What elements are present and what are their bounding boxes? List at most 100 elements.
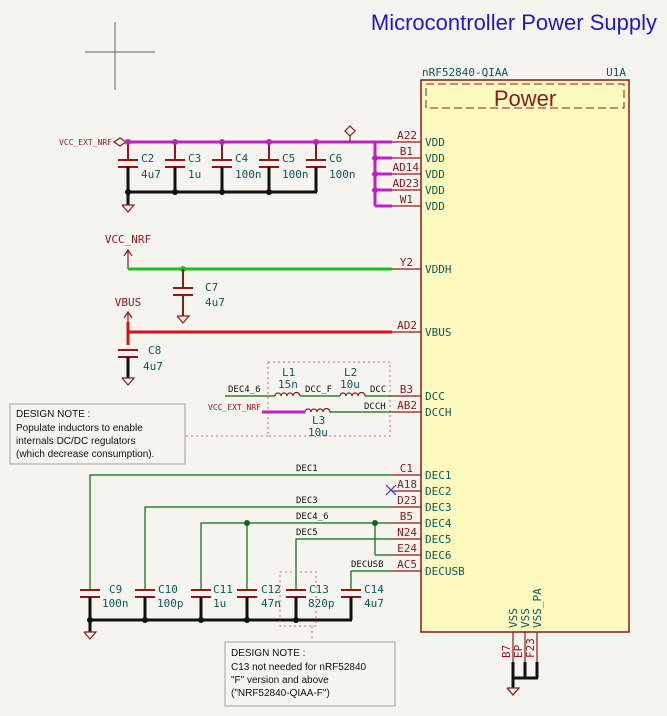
pin-name: VDD xyxy=(425,168,445,181)
cap-value: 4u7 xyxy=(141,168,161,181)
cap-ref: C6 xyxy=(329,152,342,165)
cap-value: 100p xyxy=(157,597,184,610)
pin-name: VDD xyxy=(425,200,445,213)
pin-num: B1 xyxy=(400,145,413,158)
pin-name: DEC2 xyxy=(425,485,452,498)
cap-value: 100n xyxy=(282,168,309,181)
bottom-pin-num: EP xyxy=(512,644,525,658)
net-label-vcc-ext-nrf-2: VCC_EXT_NRF xyxy=(208,403,261,412)
net-label-dec4-6: DEC4_6 xyxy=(228,385,261,395)
no-connect-icon xyxy=(385,484,397,496)
cap-value: 4u7 xyxy=(143,360,163,373)
pin-name: DEC4 xyxy=(425,517,452,530)
cap-ref: C9 xyxy=(109,583,122,596)
vbus-wire xyxy=(126,322,392,345)
pin-num: A18 xyxy=(397,478,417,491)
design-note-title: DESIGN NOTE : xyxy=(231,648,305,659)
net-label-vcc-ext-nrf: VCC_EXT_NRF xyxy=(59,138,112,147)
cap-value: 100n xyxy=(329,168,356,181)
crosshair-cursor-icon xyxy=(85,22,155,90)
net-label-dcch: DCCH xyxy=(364,402,386,412)
cap-ref: C10 xyxy=(158,583,178,596)
pin-num: E24 xyxy=(397,542,417,555)
design-note-line: (which decrease consumption). xyxy=(16,449,154,460)
inductor-ref: L1 xyxy=(282,366,295,379)
cap-value: 1u xyxy=(213,597,226,610)
cap-ref: C3 xyxy=(188,152,201,165)
cap-value: 4u7 xyxy=(364,597,384,610)
pin-num: AB2 xyxy=(397,399,417,412)
net-label-dec5: DEC5 xyxy=(296,528,318,538)
pin-num: AD2 xyxy=(397,319,417,332)
pin-num: W1 xyxy=(400,193,413,206)
pin-name: DEC5 xyxy=(425,533,452,546)
chip-body xyxy=(420,79,630,633)
chip-title-frame xyxy=(425,83,625,109)
pin-num: D23 xyxy=(397,494,417,507)
bottom-pin-name: VSS xyxy=(519,608,532,628)
net-label-vcc-nrf: VCC_NRF xyxy=(105,233,151,246)
pin-name: VBUS xyxy=(425,326,452,339)
pin-name: DEC3 xyxy=(425,501,452,514)
design-note-box xyxy=(9,403,186,465)
net-label-dcc-f: DCC_F xyxy=(305,385,332,395)
cap-value: 100n xyxy=(235,168,262,181)
vss-bus xyxy=(511,662,539,688)
chip-unit-title: Power xyxy=(494,86,556,111)
cap-ref: C2 xyxy=(141,152,154,165)
inductor-ref: L2 xyxy=(344,366,357,379)
pin-name: DCCH xyxy=(425,406,452,419)
pin-name: VDDH xyxy=(425,263,452,276)
design-note-box-2 xyxy=(224,641,396,707)
bottom-caps-wiring xyxy=(80,589,361,640)
pin-name: DECUSB xyxy=(425,565,465,578)
inductor-group-frame xyxy=(267,361,391,437)
net-label-vbus: VBUS xyxy=(115,296,142,309)
cap-ref: C12 xyxy=(261,583,281,596)
bottom-pin-num: F23 xyxy=(524,638,537,658)
junction-dots xyxy=(125,139,378,193)
inductor-ref: L3 xyxy=(312,414,325,427)
design-note-title: DESIGN NOTE : xyxy=(16,409,90,420)
inductor-value: 10u xyxy=(340,378,360,391)
inductor-value: 15n xyxy=(278,378,298,391)
chip-part-number: nRF52840-QIAA xyxy=(422,66,508,79)
pin-name: VDD xyxy=(425,152,445,165)
dec-wires xyxy=(89,474,392,590)
pin-num: N24 xyxy=(397,526,417,539)
design-note-line: ("NRF52840-QIAA-F") xyxy=(231,688,330,699)
design-note-line: Populate inductors to enable xyxy=(16,423,143,434)
pin-name: DEC1 xyxy=(425,469,452,482)
power-flag-icon xyxy=(344,125,356,142)
net-label-dcc: DCC xyxy=(370,385,386,395)
cap-ref: C7 xyxy=(205,281,218,294)
cap-ref: C5 xyxy=(282,152,295,165)
design-note-line: "F" version and above xyxy=(231,675,329,686)
power-arrow-icon xyxy=(123,248,133,269)
cap-ref: C14 xyxy=(364,583,384,596)
vcc-ext-port-icon xyxy=(112,137,128,147)
net-label-dec4-6-b: DEC4_6 xyxy=(296,512,329,522)
cap-ref: C4 xyxy=(235,152,249,165)
pin-num: AD23 xyxy=(393,177,420,190)
cap-ref: C11 xyxy=(213,583,233,596)
chip-bottom-pins xyxy=(512,632,538,662)
chip-left-pins xyxy=(392,141,421,572)
design-note-line: C13 not needed for nRF52840 xyxy=(231,662,367,673)
design-note-line: internals DC/DC regulators xyxy=(16,436,136,447)
inductor-value: 10u xyxy=(308,426,328,439)
pin-num: AC5 xyxy=(397,558,417,571)
cap-value: 100n xyxy=(102,597,129,610)
pin-num: Y2 xyxy=(400,256,413,269)
bottom-pin-num: B7 xyxy=(500,645,513,658)
bottom-pin-name: VSS_PA xyxy=(531,588,544,628)
cap-ref: C8 xyxy=(148,344,161,357)
pin-num: C1 xyxy=(400,462,413,475)
pin-name: DEC6 xyxy=(425,549,452,562)
pin-name: DCC xyxy=(425,390,445,403)
bottom-pin-name: VSS xyxy=(507,608,520,628)
pin-num: B5 xyxy=(400,510,413,523)
net-label-decusb: DECUSB xyxy=(351,560,384,570)
cap-value: 4u7 xyxy=(205,296,225,309)
